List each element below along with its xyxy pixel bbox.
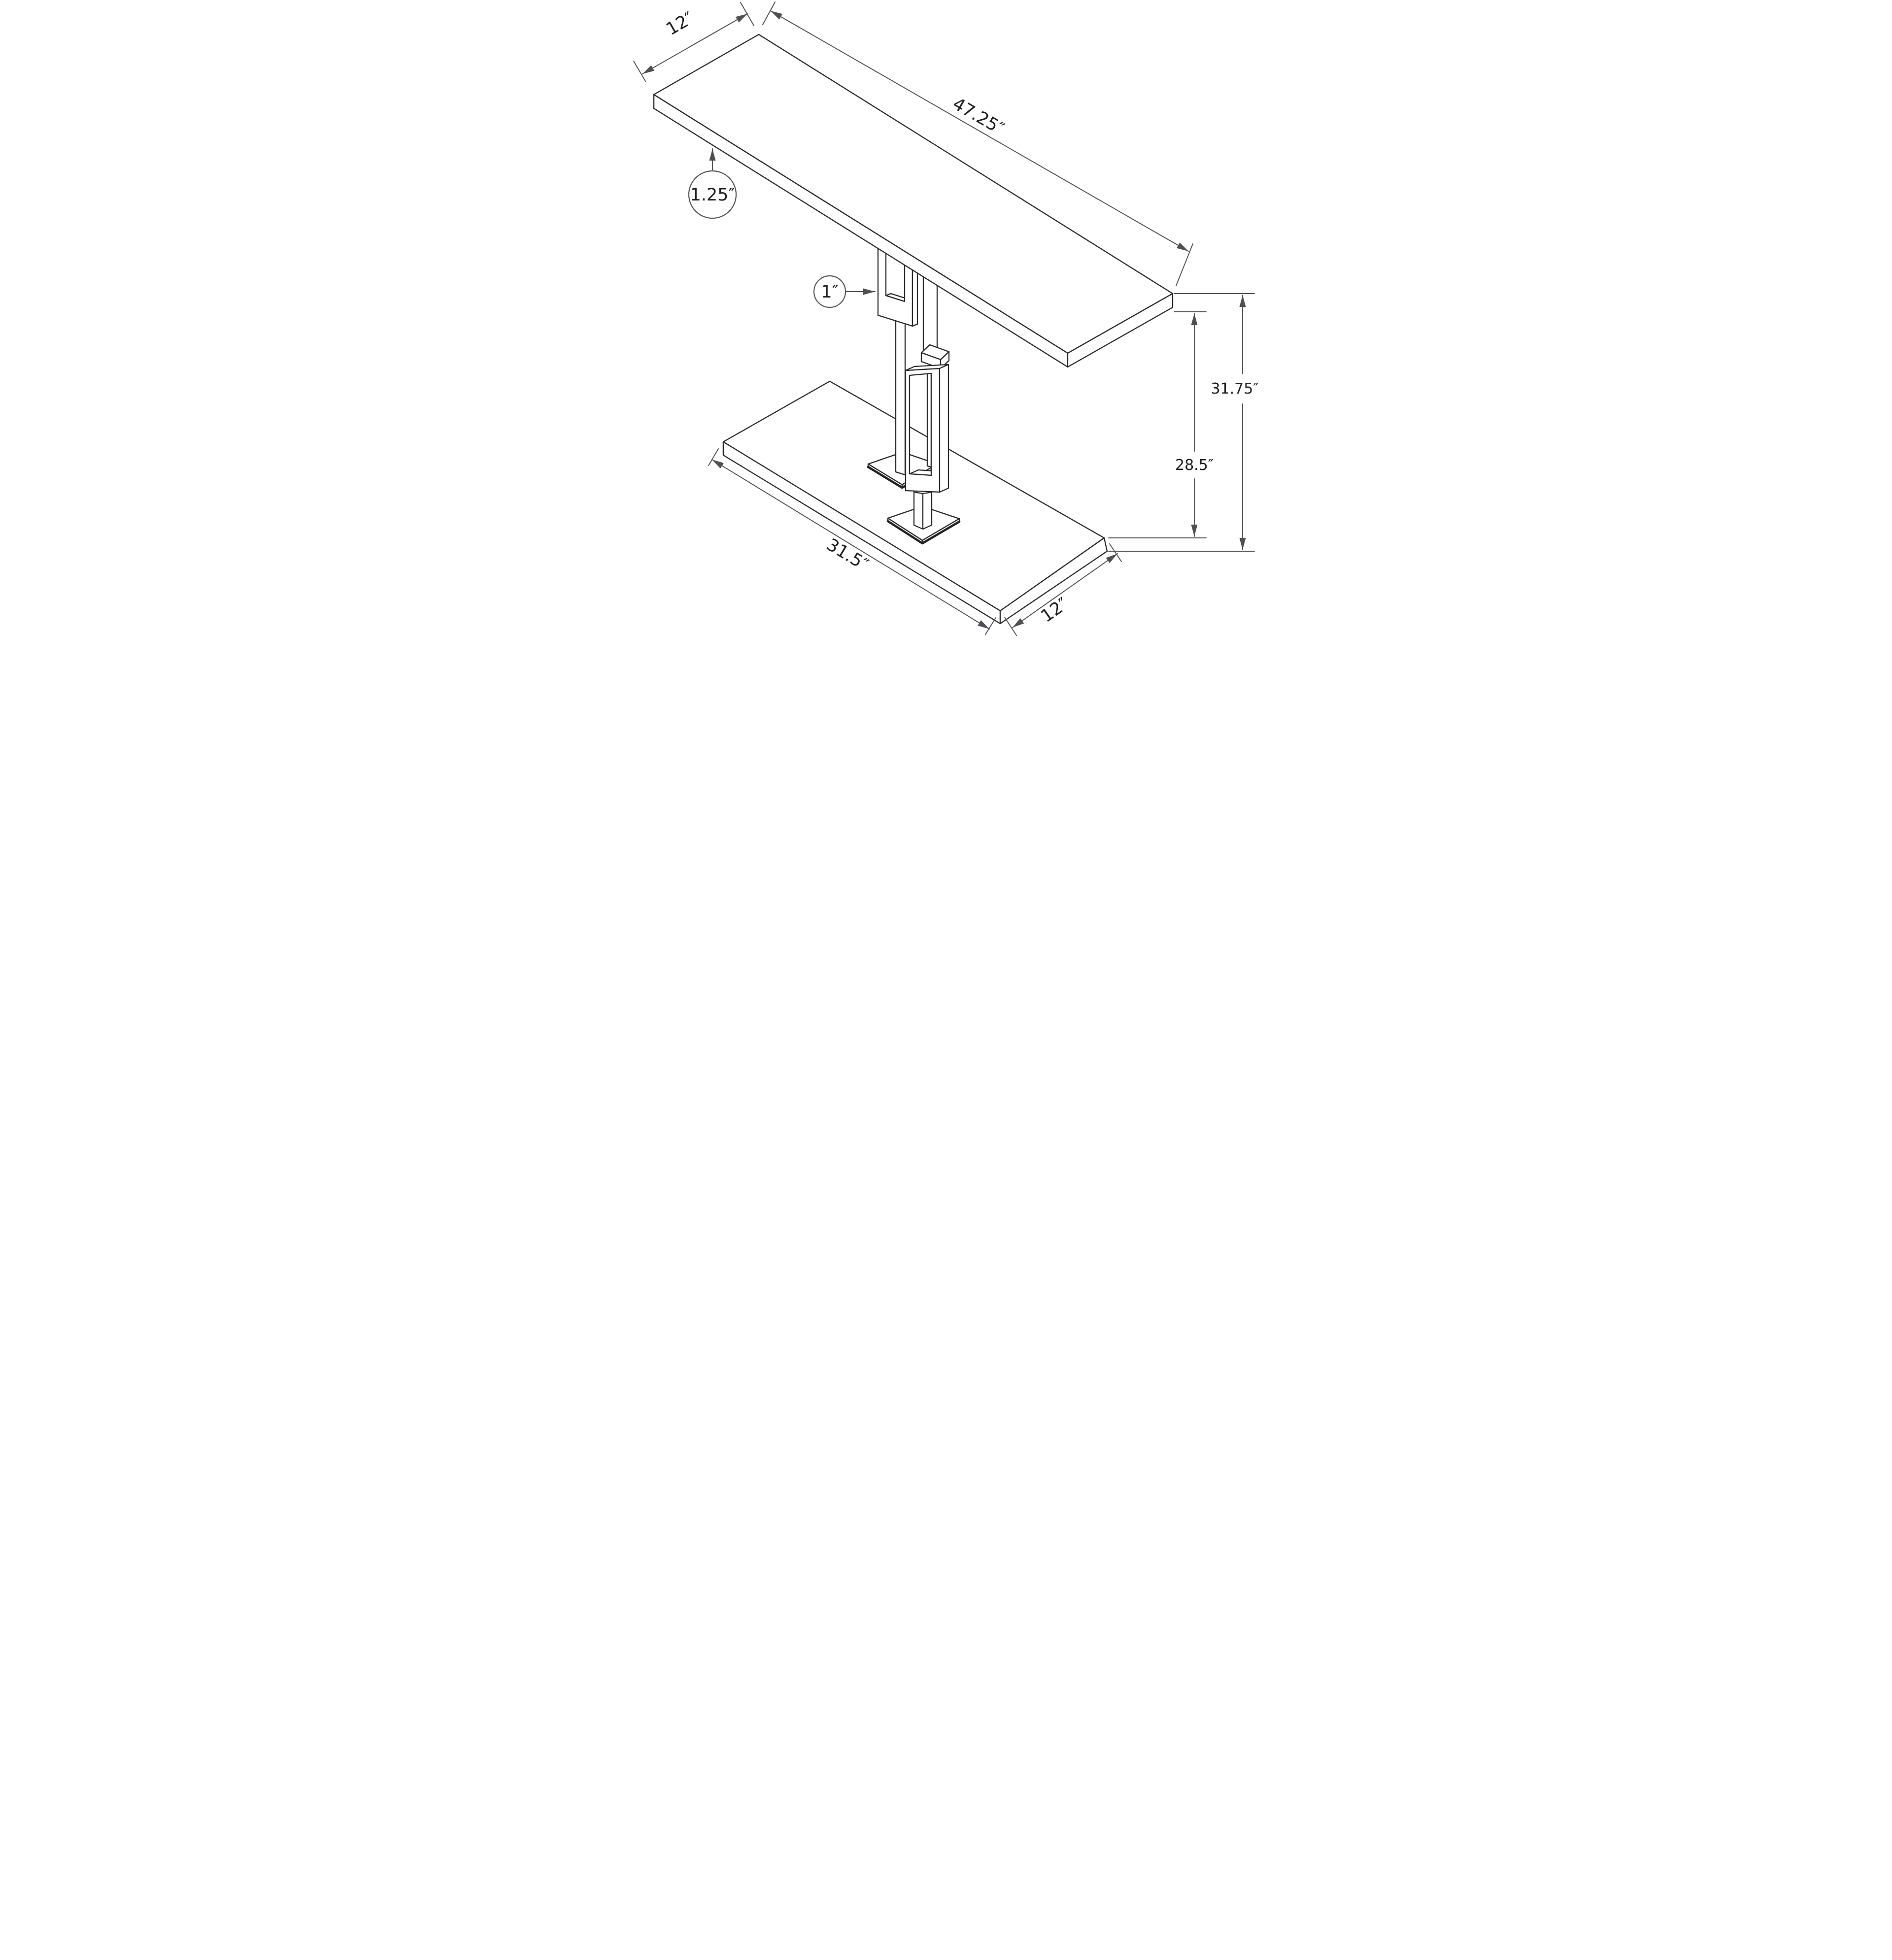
callout-circle	[688, 170, 737, 219]
callout-frame-tube-label: 1″	[821, 282, 838, 302]
dim-base-depth-label: 12″	[1038, 594, 1072, 627]
pedestal-back-strap	[922, 273, 938, 353]
dim-clearance-height: 28.5″	[1108, 311, 1214, 538]
tabletop-right-face	[1067, 293, 1174, 368]
dim-tabletop-depth-label: 12″	[663, 8, 698, 39]
dim-tabletop-width-label: 47.25″	[949, 94, 1007, 139]
furniture-dimension-diagram: 12″ 47.25″ 1.25″ 1″ 31.75″ 28.5″ 31.5″	[633, 1, 1259, 636]
callout-frame-tube: 1″	[813, 275, 876, 308]
pedestal-post	[913, 491, 933, 530]
callout-tabletop-thickness: 1.25″	[688, 148, 737, 219]
dim-overall-height-label: 31.75″	[1211, 380, 1258, 398]
callout-circle	[813, 275, 846, 308]
dim-clearance-height-label: 28.5″	[1175, 457, 1214, 474]
diagram-page: 12″ 47.25″ 1.25″ 1″ 31.75″ 28.5″ 31.5″	[631, 0, 1261, 654]
dim-overall-height: 31.75″	[1108, 293, 1259, 552]
pedestal-chain-strap	[895, 297, 906, 476]
callout-tabletop-thickness-label: 1.25″	[690, 185, 735, 205]
